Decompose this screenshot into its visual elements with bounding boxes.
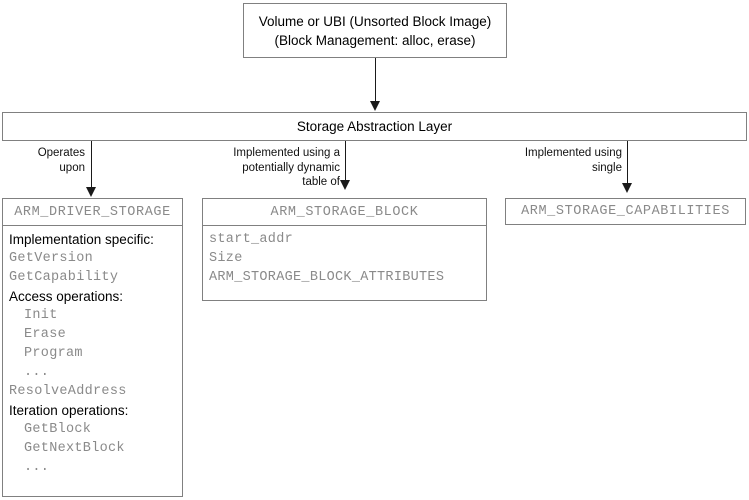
member-row: Access operations: <box>9 289 124 304</box>
member-row: Program <box>24 346 83 361</box>
member-row: ... <box>24 460 50 475</box>
arm-driver-storage-title: ARM_DRIVER_STORAGE <box>14 204 171 220</box>
arm-storage-block-header: ARM_STORAGE_BLOCK <box>203 199 486 226</box>
member-row: GetVersion <box>9 251 94 266</box>
connector-volume-to-layer <box>375 58 376 102</box>
connector-layer-to-block <box>345 141 346 181</box>
member-row: ResolveAddress <box>9 384 127 399</box>
edge-label-implemented-table-line-2: potentially dynamic <box>242 161 340 174</box>
volume-ubi-line-2: (Block Management: alloc, erase) <box>274 32 476 48</box>
member-row: Implementation specific: <box>9 232 154 247</box>
member-row: GetCapability <box>9 270 119 285</box>
edge-label-operates-upon: Operates upon <box>0 146 85 175</box>
connector-layer-to-capabilities <box>627 141 628 184</box>
edge-label-implemented-table-line-1: Implemented using a <box>233 147 340 159</box>
member-row: start_addr <box>209 232 294 247</box>
member-row: GetNextBlock <box>24 441 125 456</box>
arm-storage-capabilities-title: ARM_STORAGE_CAPABILITIES <box>521 204 730 219</box>
arrowhead-layer-to-capabilities <box>622 183 632 193</box>
edge-label-implemented-single-line-1: Implemented using <box>524 147 622 159</box>
member-row: Size <box>209 251 243 266</box>
member-row: ARM_STORAGE_BLOCK_ATTRIBUTES <box>209 270 445 285</box>
arm-driver-storage-header: ARM_DRIVER_STORAGE <box>3 199 182 226</box>
member-row: Erase <box>24 327 67 342</box>
edge-label-implemented-table: Implemented using a potentially dynamic … <box>190 146 340 190</box>
storage-abstraction-layer-title: Storage Abstraction Layer <box>296 119 453 134</box>
edge-label-implemented-single-line-2: single <box>591 161 622 174</box>
storage-abstraction-layer-box: Storage Abstraction Layer <box>2 112 747 141</box>
edge-label-implemented-single: Implemented using single <box>470 146 622 175</box>
arm-driver-storage-box: ARM_DRIVER_STORAGE Implementation specif… <box>2 198 183 497</box>
volume-ubi-line-1: Volume or UBI (Unsorted Block Image) <box>258 13 492 29</box>
volume-ubi-box: Volume or UBI (Unsorted Block Image) (Bl… <box>243 3 507 58</box>
member-row: Init <box>24 308 58 323</box>
connector-layer-to-driver <box>91 141 92 188</box>
arm-storage-block-title: ARM_STORAGE_BLOCK <box>270 204 419 220</box>
member-row: Iteration operations: <box>9 403 129 418</box>
edge-label-operates-upon-line-1: Operates <box>37 147 85 159</box>
arrowhead-layer-to-block <box>340 180 350 190</box>
member-row: ... <box>24 365 50 380</box>
edge-label-operates-upon-line-2: upon <box>59 161 85 174</box>
edge-label-implemented-table-line-3: table of <box>302 176 340 188</box>
arrowhead-volume-to-layer <box>370 101 380 111</box>
arm-storage-capabilities-box: ARM_STORAGE_CAPABILITIES <box>505 198 746 225</box>
arrowhead-layer-to-driver <box>86 187 96 197</box>
member-row: GetBlock <box>24 422 92 437</box>
